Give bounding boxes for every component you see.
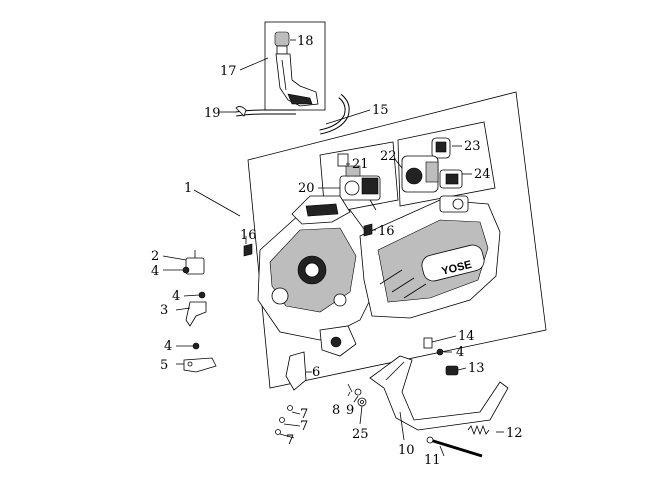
callout-3: 3 [160,303,168,318]
part-24-sensor [439,169,463,189]
callout-24: 24 [474,167,491,182]
part-2-bracket [185,250,205,275]
engine-assembly-outline [247,91,547,389]
part-20-throttle-body [337,153,381,211]
callout-19: 19 [204,106,221,121]
part-6-cover [285,351,307,391]
callout-20: 20 [298,181,315,196]
part-4-nut-c [192,342,200,350]
part-23-sensor [431,137,451,159]
callout-10: 10 [398,443,415,458]
callout-21: 21 [352,157,369,172]
part-11-pin [426,436,483,458]
callout-1: 1 [184,181,192,196]
part-9-washer [354,388,362,396]
callout-7-b: 7 [300,419,308,434]
callout-7-a: 7 [300,407,308,422]
part-4-nut-a [182,266,190,274]
callout-14: 14 [458,329,475,344]
callout-18: 18 [297,34,314,49]
part-3-bracket [185,301,207,327]
callout-4-b: 4 [172,289,180,304]
parts-22-24-box [397,121,496,207]
part-7-bolt-c [275,429,281,435]
part-18-cap [274,31,290,55]
callout-4-d: 4 [456,345,464,360]
callout-6: 6 [312,365,320,380]
callout-4-c: 4 [164,339,172,354]
callout-11: 11 [424,453,441,468]
callout-12: 12 [506,426,523,441]
part-16-clip-b [363,223,373,237]
callout-25: 25 [352,427,369,442]
callout-5: 5 [160,358,168,373]
callout-13: 13 [468,361,485,376]
part-7-bolt-b [279,417,285,423]
part-4-nut-b [198,291,206,299]
part-16-clip-a [243,243,253,257]
callout-4-a: 4 [151,264,159,279]
part-22-throttle-assembly [401,155,439,193]
callout-7-c: 7 [286,433,294,448]
callout-2: 2 [151,249,159,264]
callout-17: 17 [220,64,237,79]
engine-body: YOSE [257,195,501,357]
part-14-fitting [423,337,433,349]
callout-22: 22 [380,149,397,164]
part-4-nut-d [436,348,444,356]
part-12-spring [467,424,490,436]
part-10-main-stand [369,355,509,431]
parts-20-21-box [319,141,399,215]
part-17-reservoir [275,53,319,107]
callout-15: 15 [372,103,389,118]
callout-16-b: 16 [378,224,395,239]
callout-23: 23 [464,139,481,154]
callout-8: 8 [332,403,340,418]
part-8-pin [347,383,353,393]
leader-lines [162,39,504,457]
callout-9: 9 [346,403,354,418]
part-5-bracket [183,357,217,373]
callout-16-a: 16 [240,228,257,243]
part-13-pad [445,365,459,376]
part-7-bolt-a [287,405,293,411]
